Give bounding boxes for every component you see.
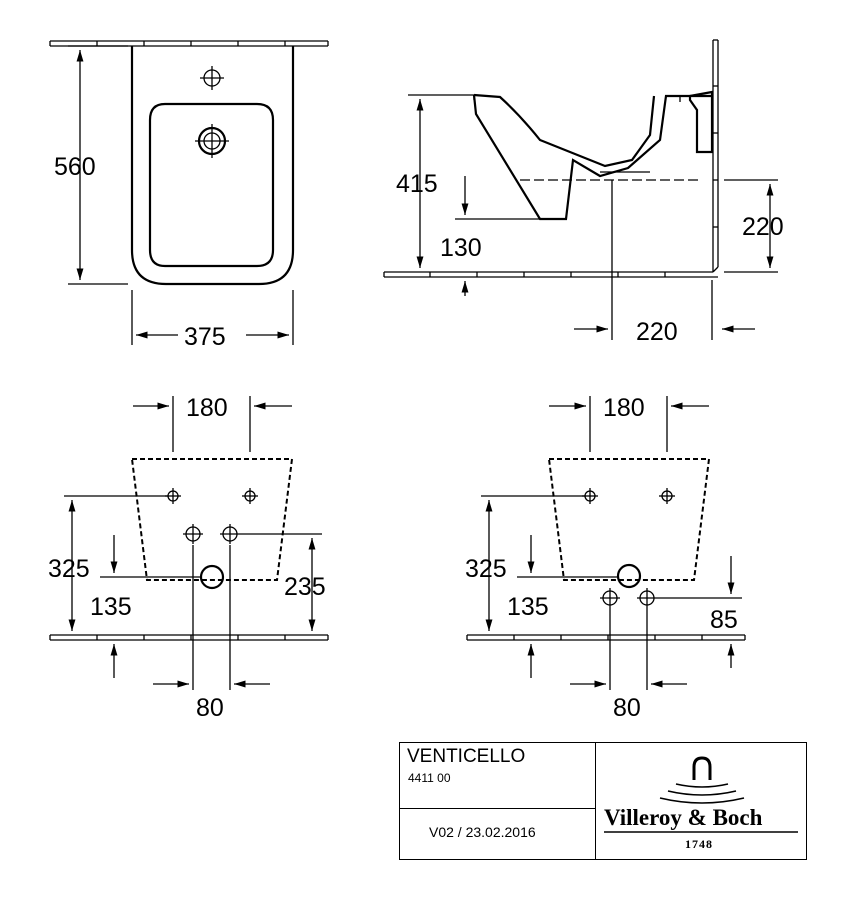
bidet-outline-rear-right [547, 458, 711, 581]
bidet-profile-inner [473, 93, 656, 168]
dim-rr-side-height: 85 [710, 606, 738, 634]
fixing-hole-icon [242, 488, 258, 504]
product-name: VENTICELLO [407, 746, 526, 767]
version-date: V02 / 23.02.2016 [429, 824, 536, 840]
tap-hole-icon [200, 66, 224, 90]
dim-rl-bottom-spacing: 80 [196, 694, 224, 722]
dim-rr-top-spacing: 180 [603, 394, 645, 422]
dim-side-outlet-depth: 220 [636, 318, 678, 346]
wall-vertical [712, 39, 719, 272]
floor-strip-rear-left [49, 634, 329, 641]
supply-hole-icon [637, 588, 657, 608]
drain-icon [195, 124, 229, 158]
supply-hole-icon [600, 588, 620, 608]
dim-top-height: 560 [54, 153, 96, 181]
dim-side-floor: 130 [440, 234, 482, 262]
title-block-row-divider [399, 808, 596, 809]
title-block-divider [595, 742, 596, 860]
article-number: 4411 00 [408, 771, 451, 785]
dim-rl-lower-height: 135 [90, 593, 132, 621]
rear-view-right: 180 325 135 [465, 394, 746, 722]
basin-inner-top [148, 102, 275, 268]
dim-side-outlet-height: 220 [742, 213, 784, 241]
title-block [399, 742, 807, 860]
dim-side-total: 415 [396, 170, 438, 198]
brand-year: 1748 [685, 837, 713, 851]
rear-view-left: 180 325 135 [48, 394, 329, 722]
supply-hole-icon [220, 524, 240, 544]
floor-strip-side [383, 266, 719, 278]
fixing-hole-icon [659, 488, 675, 504]
bidet-outline-top [130, 46, 295, 286]
dim-rl-outlet-height: 235 [284, 573, 326, 601]
supply-hole-icon [183, 524, 203, 544]
dim-rr-upper-height: 325 [465, 555, 507, 583]
outlet-hole-icon [199, 564, 225, 590]
side-view: 415 130 220 220 [383, 39, 784, 346]
bidet-profile-outer [472, 94, 712, 221]
outlet-hole-icon [616, 563, 642, 589]
top-view: 560 375 [49, 40, 329, 351]
dim-rl-upper-height: 325 [48, 555, 90, 583]
dim-rr-bottom-spacing: 80 [613, 694, 641, 722]
dim-top-width: 375 [184, 323, 226, 351]
dim-rr-lower-height: 135 [507, 593, 549, 621]
brand-name: Villeroy & Boch [604, 805, 763, 830]
floor-strip-rear-right [466, 634, 746, 641]
bidet-outline-rear-left [130, 458, 294, 581]
dim-rl-top-spacing: 180 [186, 394, 228, 422]
wall-strip-top [49, 40, 329, 47]
wall-bracket [688, 90, 714, 154]
